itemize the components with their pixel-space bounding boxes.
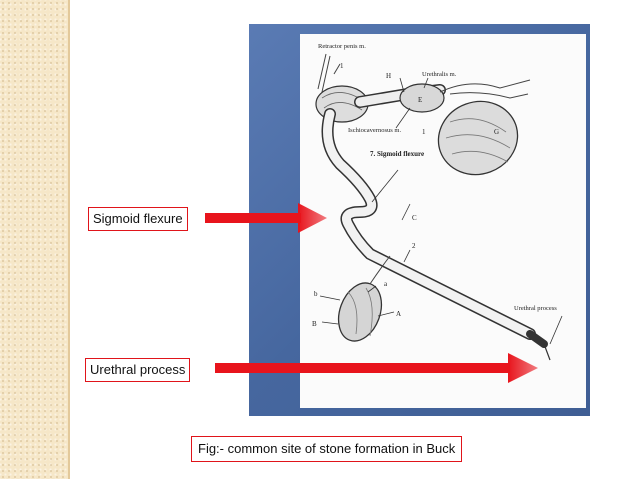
label-sigmoid-flexure: 7. Sigmoid flexure <box>370 150 424 158</box>
leader-line <box>321 321 339 325</box>
leader-line <box>377 311 395 317</box>
spermatic-cord <box>369 255 391 285</box>
label-a-small: a <box>384 280 388 288</box>
leader-line <box>399 77 405 93</box>
label-urethralis: Urethralis m. <box>422 71 457 78</box>
root-texture <box>323 102 363 111</box>
label-2: 2 <box>412 242 416 250</box>
label-b-small: b <box>314 290 318 298</box>
urethralis-muscle <box>399 83 445 113</box>
leader-line <box>371 169 399 203</box>
testis-texture <box>365 287 373 337</box>
gland-g <box>437 100 519 176</box>
gland-texture <box>449 118 507 133</box>
label-1-top: 1 <box>340 62 344 70</box>
callout-urethral-process: Urethral process <box>85 358 191 382</box>
penis-shaft-inner <box>323 109 535 339</box>
leader-line <box>333 63 341 75</box>
urethral-process-tip <box>543 343 551 361</box>
anatomy-illustration: Retractor penis m. Urethralis m. Ischioc… <box>312 43 563 361</box>
testis-texture <box>347 291 358 335</box>
callout-sigmoid-flexure: Sigmoid flexure <box>88 207 188 231</box>
label-ischiocavernosus: Ischiocavernosus m. <box>348 127 401 134</box>
label-h: H <box>386 72 391 80</box>
leader-line <box>395 107 411 129</box>
leader-line <box>401 203 411 221</box>
gland-texture <box>451 150 509 163</box>
glans-tip <box>526 330 548 348</box>
leader-line <box>367 285 377 293</box>
vessel-line <box>449 92 529 99</box>
label-e: E <box>418 96 422 104</box>
vessel-line <box>439 79 531 93</box>
label-c: C <box>412 214 417 222</box>
label-urethral-process: Urethral process <box>514 305 557 312</box>
testis <box>337 282 383 342</box>
label-b-cap: B <box>312 320 317 328</box>
leader-line <box>549 315 563 345</box>
decorative-side-strip <box>0 0 68 479</box>
gland-texture <box>445 134 511 149</box>
leader-line <box>319 295 341 301</box>
leader-line <box>423 77 429 89</box>
label-g: G <box>494 128 499 136</box>
leader-line <box>403 249 411 263</box>
label-1-mid: 1 <box>422 128 426 136</box>
strip-divider <box>68 0 70 479</box>
label-retractor-penis: Retractor penis m. <box>318 43 366 50</box>
retractor-muscle-line <box>317 53 327 90</box>
retractor-muscle-line <box>321 55 331 93</box>
figure-caption: Fig:- common site of stone formation in … <box>191 436 463 462</box>
label-a-cap: A <box>396 310 401 318</box>
